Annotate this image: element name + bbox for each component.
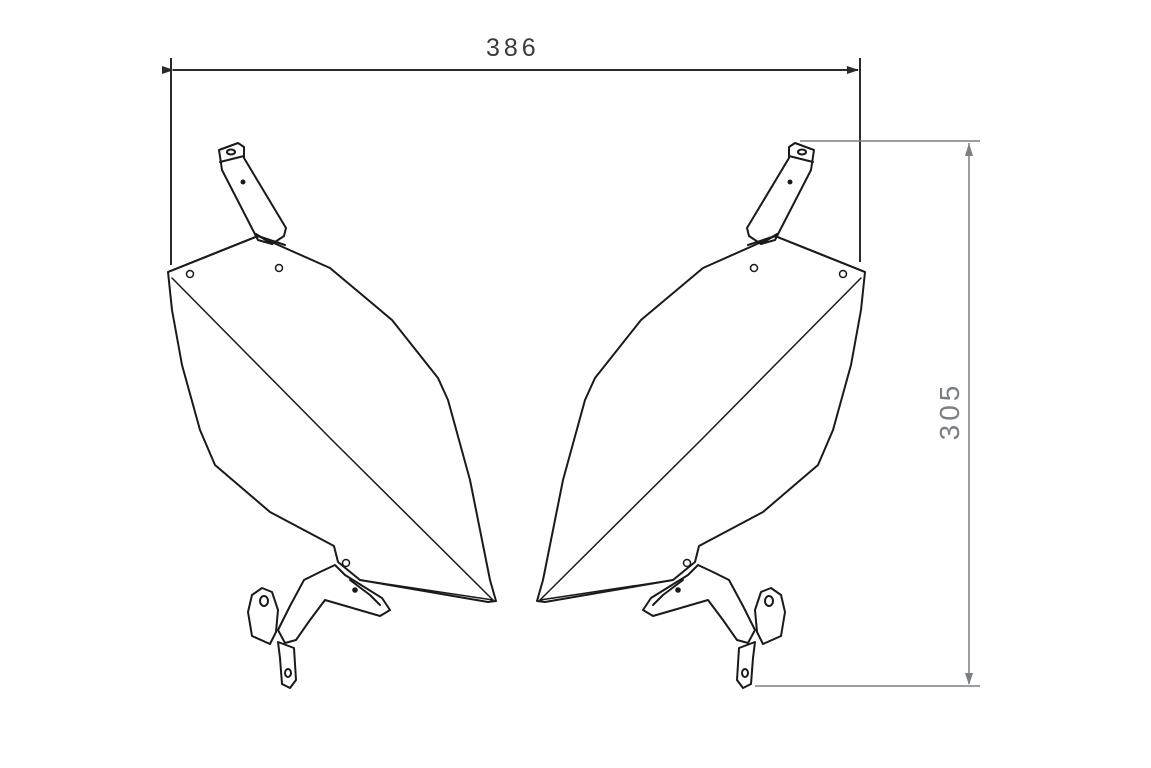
- left-lower-bracket: [247, 564, 391, 689]
- height-dimension-label: 305: [934, 381, 965, 441]
- left-panel: [167, 142, 497, 689]
- right-panel-body: [536, 235, 866, 603]
- width-dimension: [162, 58, 861, 265]
- height-dimension: [755, 140, 980, 687]
- left-panel-body: [167, 235, 497, 603]
- width-dimension-label: 386: [486, 34, 540, 62]
- arrow-top-icon: [965, 143, 973, 156]
- right-upper-bracket: [746, 142, 815, 245]
- left-upper-bracket: [218, 142, 287, 245]
- right-panel: [536, 142, 866, 689]
- right-lower-bracket: [642, 564, 786, 689]
